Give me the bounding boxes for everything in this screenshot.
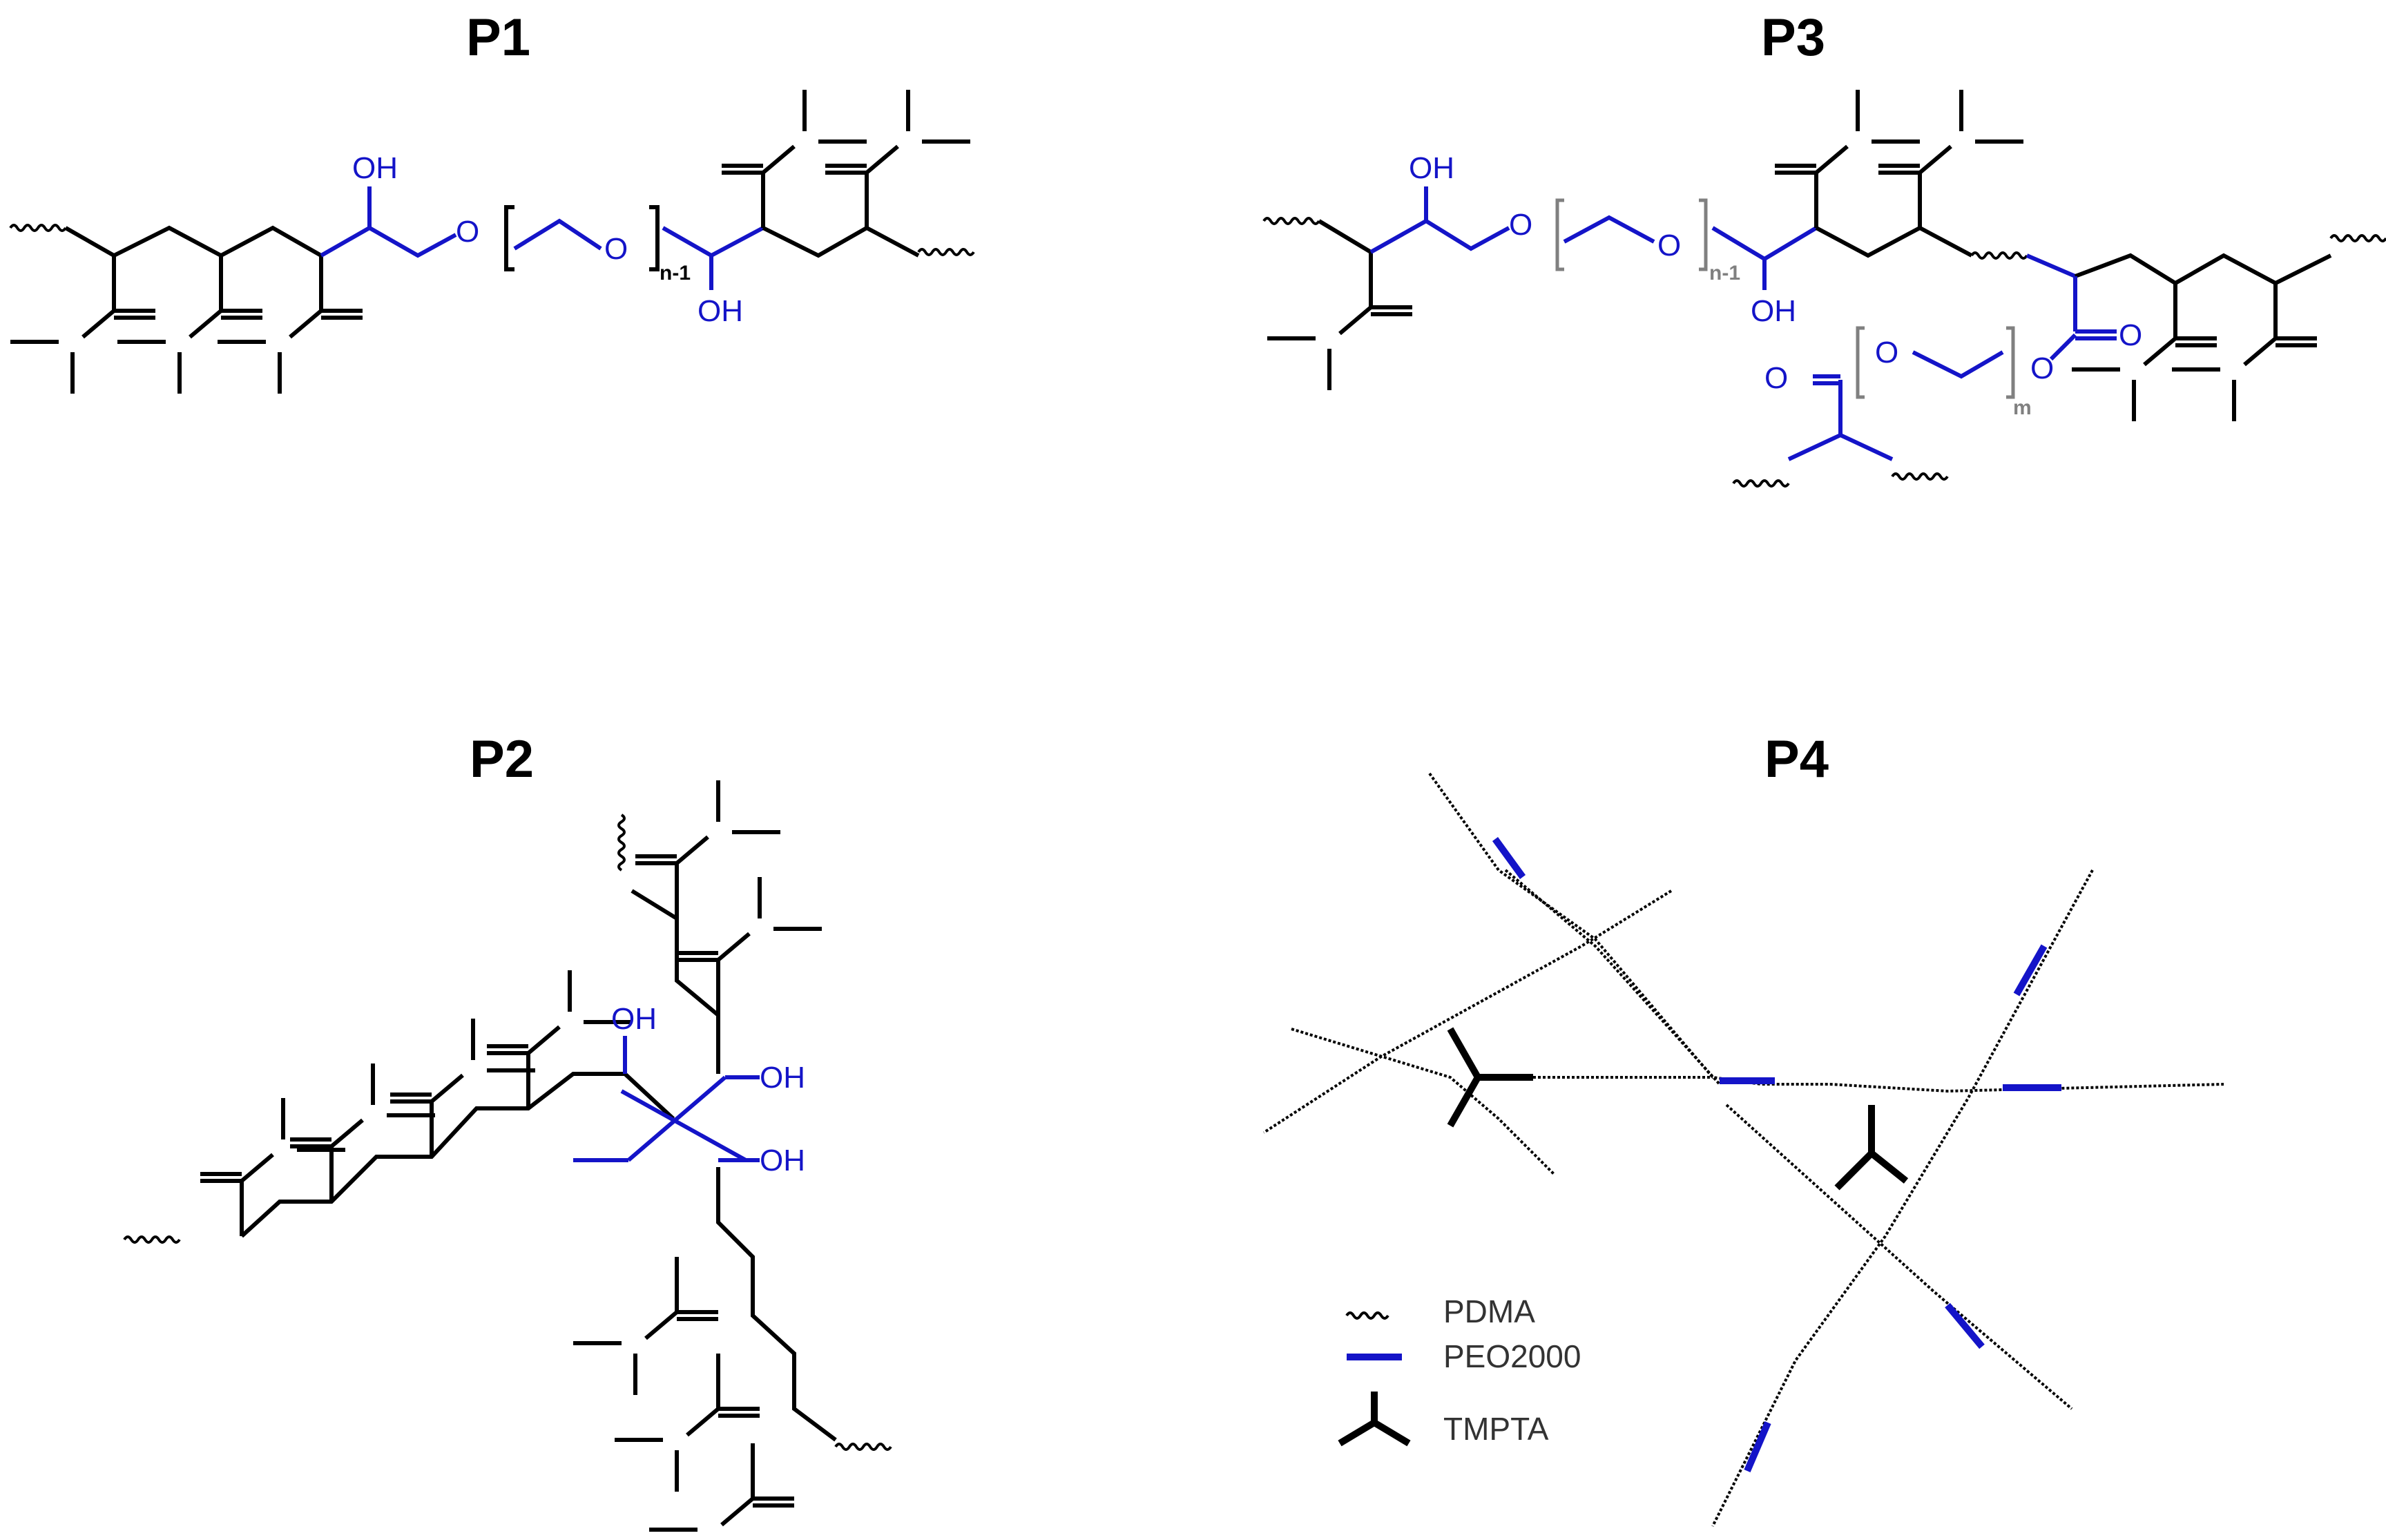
legend-label-peo2000: PEO2000 [1443, 1338, 1581, 1374]
panel-title-p4: P4 [1764, 730, 1829, 789]
dma-unit [1775, 90, 1920, 228]
panel-title-p3: P3 [1761, 8, 1825, 67]
hydroxyl-label: OH [1751, 294, 1796, 328]
dma-unit [677, 877, 822, 1015]
dma-unit [649, 1443, 794, 1540]
pdma-chain-end [1262, 217, 1320, 225]
oxygen-label: O [1509, 208, 1532, 242]
legend-tripod [1338, 1392, 1411, 1447]
hydroxyl-label: OH [1409, 151, 1454, 185]
hydroxyl-label: OH [760, 1061, 805, 1095]
dma-unit [1267, 252, 1412, 390]
dma-unit [573, 1257, 718, 1395]
oxygen-label: O [2119, 318, 2142, 352]
legend-wavy-line [1345, 1311, 1389, 1320]
p3-peo-segment [1369, 218, 1510, 254]
subscript-n-1: n-1 [1709, 262, 1740, 285]
panel-title-p2: P2 [470, 730, 534, 789]
dma-unit [290, 1063, 435, 1202]
dma-unit [825, 90, 970, 228]
panel-p4: P4 PDMA PEO2000 [1262, 730, 2224, 1527]
panel-title-p1: P1 [466, 8, 530, 67]
oxygen-label: O [456, 215, 479, 249]
legend-label-pdma: PDMA [1443, 1293, 1535, 1329]
oxygen-label: O [1657, 229, 1681, 262]
p1-backbone [64, 225, 323, 258]
dma-unit [722, 90, 867, 228]
hydroxyl-label: OH [760, 1144, 805, 1177]
pdma-chain-end [617, 814, 626, 872]
dma-unit [2172, 283, 2317, 421]
dma-unit [10, 256, 155, 394]
oxygen-label: O [1764, 361, 1788, 395]
pdma-chain-end [834, 1443, 892, 1451]
panel-p2: P2 OH OH OH [123, 730, 892, 1540]
peo-bar [1492, 837, 2061, 1472]
oxygen-label: O [604, 232, 628, 266]
dma-unit [2072, 283, 2217, 421]
subscript-n-1: n-1 [660, 262, 691, 285]
dma-unit [1878, 90, 2023, 228]
tmpta-crosslinker [1447, 1027, 1909, 1191]
subscript-m: m [2013, 396, 2032, 419]
hydroxyl-label: OH [611, 1002, 657, 1036]
pdma-chain-end [9, 224, 67, 232]
oxygen-label: O [1875, 336, 1898, 369]
pdma-chain [1732, 479, 1790, 488]
pdma-chain-end [2329, 234, 2386, 242]
panel-p1: P1 OH O O n-1 OH [9, 8, 975, 394]
dma-unit [390, 1019, 535, 1157]
legend: PDMA PEO2000 TMPTA [1338, 1293, 1581, 1447]
network [1262, 772, 2224, 1527]
p1-peo-segment [320, 225, 457, 258]
hydroxyl-label: OH [697, 294, 743, 328]
legend-label-tmpta: TMPTA [1443, 1411, 1549, 1447]
pdma-chain-end [123, 1235, 181, 1244]
pdma-chain-end [917, 248, 975, 256]
panel-p3: P3 OH O O n-1 OH O O m O [1262, 8, 2386, 488]
dma-unit [218, 256, 363, 394]
dma-unit [200, 1098, 345, 1236]
hydroxyl-label: OH [352, 151, 398, 185]
dma-unit [487, 970, 632, 1108]
dma-unit [117, 256, 262, 394]
oxygen-label: O [2030, 352, 2054, 385]
pdma-chain [1891, 472, 1949, 481]
pdma-chain [1970, 251, 2028, 260]
